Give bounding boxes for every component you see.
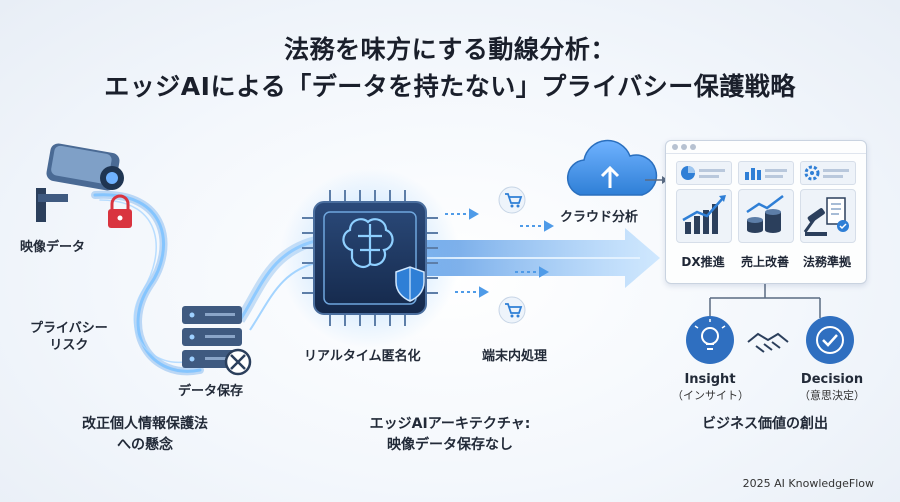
bar-tile bbox=[738, 161, 794, 185]
cart-icon-2 bbox=[498, 296, 526, 324]
decision-title: Decision bbox=[800, 372, 864, 387]
data-flow-curve bbox=[91, 190, 204, 376]
gear-tile bbox=[800, 161, 856, 185]
right-caption: ビジネス価値の創出 bbox=[702, 416, 828, 432]
left-caption-line-2: への懸念 bbox=[117, 437, 173, 453]
cart-icon bbox=[498, 186, 526, 214]
legal-tile bbox=[800, 189, 856, 243]
pie-icon bbox=[681, 166, 725, 180]
insight-label: Insight （インサイト） bbox=[672, 372, 749, 403]
legal-label: 法務準拠 bbox=[802, 255, 851, 269]
dashboard-connector bbox=[709, 282, 821, 318]
sales-label: 売上改善 bbox=[740, 255, 789, 269]
copyright-text: 2025 AI KnowledgeFlow bbox=[742, 477, 874, 490]
insight-sub: （インサイト） bbox=[672, 389, 749, 402]
decision-label: Decision （意思決定） bbox=[790, 372, 874, 403]
business-dashboard: DX推進 売上改善 法務準拠 bbox=[665, 140, 867, 284]
handshake-icon bbox=[747, 332, 789, 353]
data-storage-label: データ保存 bbox=[178, 384, 244, 399]
lightbulb-icon bbox=[686, 316, 734, 364]
gavel-icon bbox=[803, 197, 849, 236]
realtime-anon-label: リアルタイム匿名化 bbox=[304, 349, 421, 364]
on-device-label: 端末内処理 bbox=[482, 349, 548, 364]
lock-icon bbox=[108, 194, 132, 228]
video-data-label: 映像データ bbox=[20, 240, 86, 255]
dashboard-titlebar bbox=[666, 141, 866, 154]
middle-caption-line-1: エッジAIアーキテクチャ: bbox=[369, 416, 531, 432]
privacy-risk-line-1: プライバシー bbox=[30, 321, 108, 336]
camera-icon bbox=[36, 143, 124, 222]
coins-icon bbox=[746, 195, 784, 233]
insight-title: Insight bbox=[684, 372, 736, 387]
chip-pins bbox=[302, 190, 438, 326]
sales-tile bbox=[738, 189, 794, 243]
shield-icon bbox=[395, 266, 425, 302]
decision-sub: （意思決定） bbox=[799, 389, 865, 402]
left-caption: 改正個人情報保護法 への懸念 bbox=[40, 414, 250, 456]
privacy-risk-line-2: リスク bbox=[49, 338, 89, 353]
window-dot bbox=[681, 144, 687, 150]
server-icon bbox=[182, 306, 242, 368]
title-line-1: 法務を味方にする動線分析： bbox=[284, 35, 616, 64]
check-icon bbox=[806, 316, 854, 364]
gear-icon bbox=[804, 165, 849, 181]
middle-caption: エッジAIアーキテクチャ: 映像データ保存なし bbox=[330, 414, 570, 456]
left-caption-line-1: 改正個人情報保護法 bbox=[82, 416, 208, 432]
privacy-risk-label: プライバシー リスク bbox=[30, 320, 108, 354]
window-dot bbox=[690, 144, 696, 150]
dx-label: DX推進 bbox=[681, 255, 725, 269]
chart-icon bbox=[682, 195, 726, 234]
cloud-analysis-label: クラウド分析 bbox=[560, 210, 639, 225]
window-dot bbox=[672, 144, 678, 150]
dx-tile bbox=[676, 189, 732, 243]
brain-icon bbox=[342, 218, 394, 268]
pie-tile bbox=[676, 161, 732, 185]
bar-icon bbox=[745, 168, 787, 180]
cloud-icon bbox=[566, 139, 658, 196]
particle-arrows bbox=[445, 208, 555, 298]
blocked-icon bbox=[224, 348, 252, 376]
middle-caption-line-2: 映像データ保存なし bbox=[387, 437, 513, 453]
title-line-2: エッジAIによる「データを持たない」プライバシー保護戦略 bbox=[104, 72, 796, 101]
